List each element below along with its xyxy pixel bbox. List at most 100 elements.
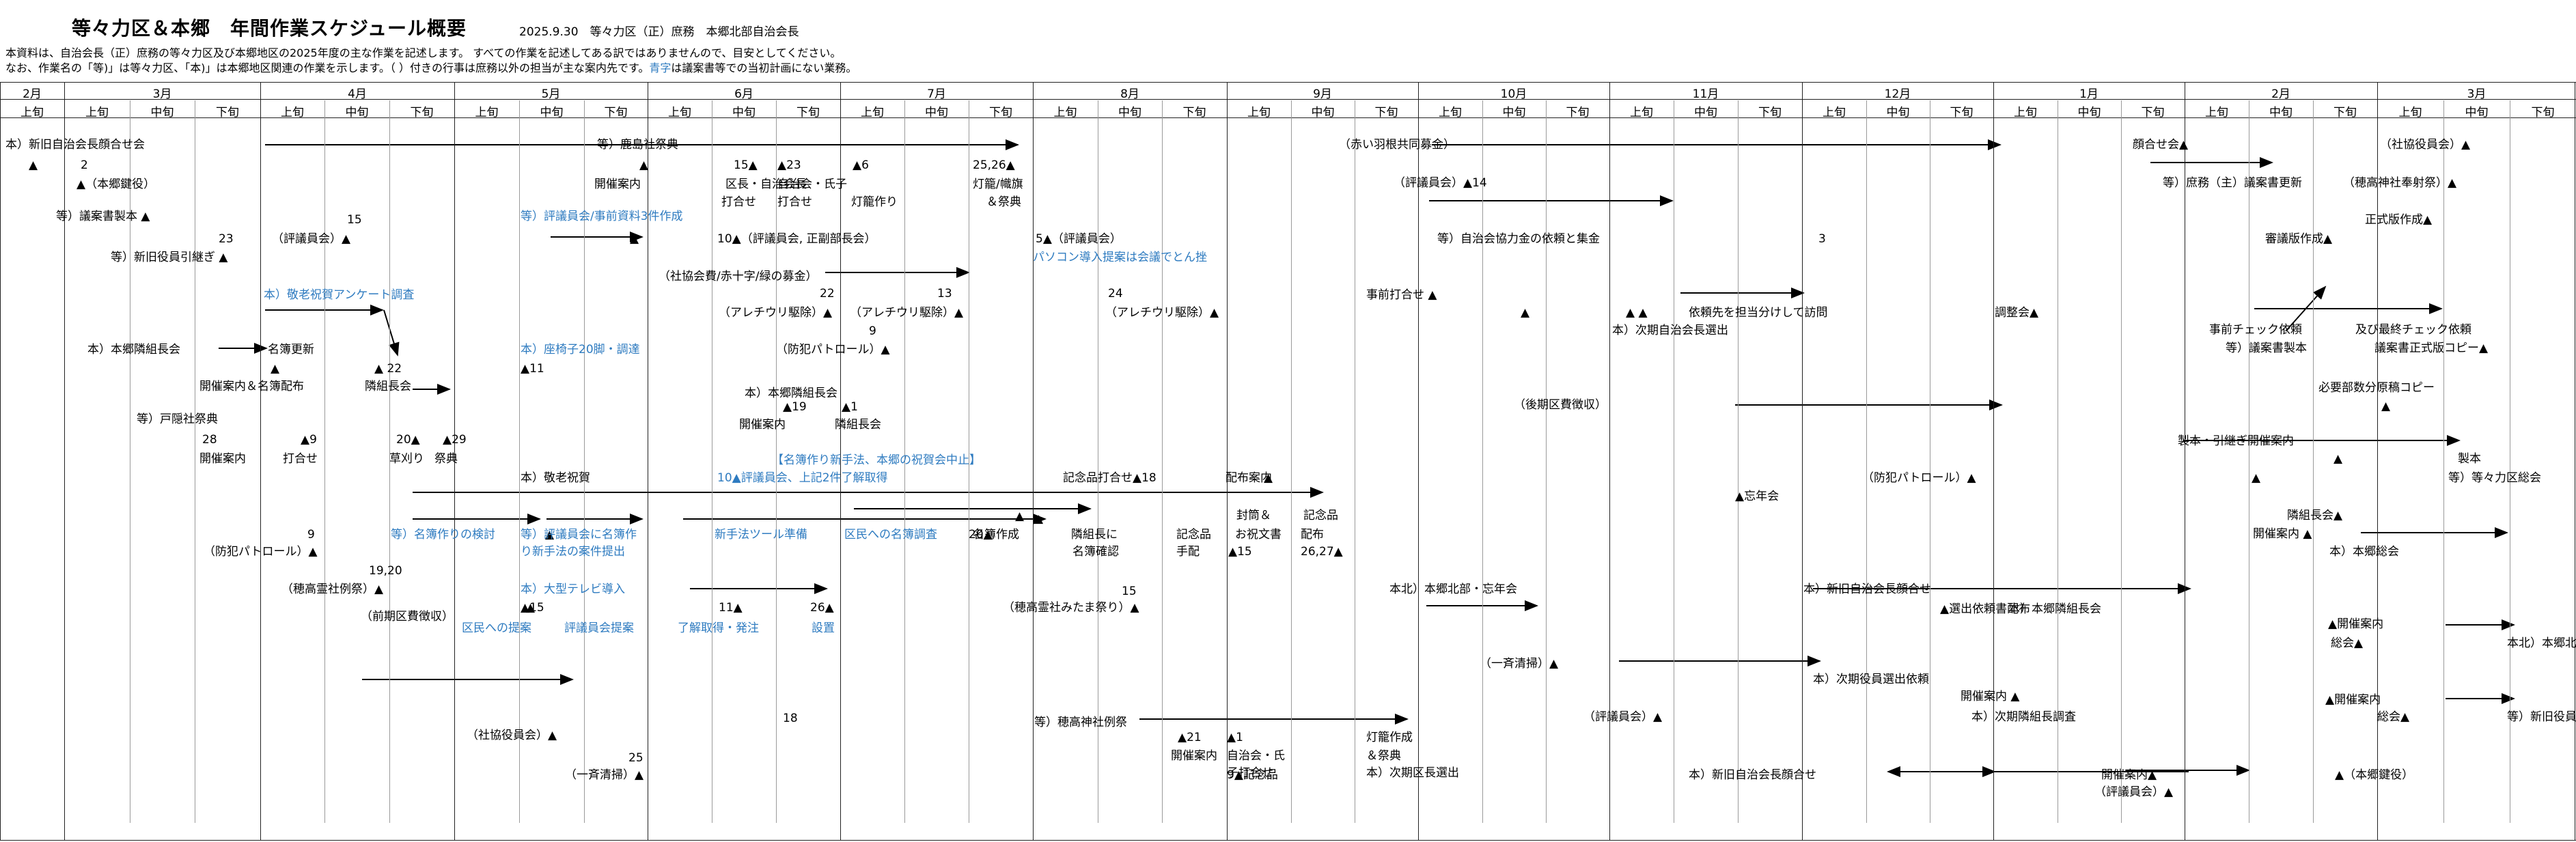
schedule-event: 祭典: [434, 452, 458, 466]
schedule-event: 本北）本郷北部・忘年会: [1389, 583, 1517, 596]
schedule-event: ▲開催案内: [2325, 693, 2381, 707]
grid-vline: [1033, 82, 1034, 840]
note-line-2-tail: は議案書等での当初計画にない業務。: [671, 61, 857, 74]
schedule-event: 等）鹿島社祭典: [597, 138, 678, 152]
note-line-2: なお、作業名の「等)」は等々力区、「本)」は本郷地区関連の作業を示します。（ ）…: [5, 59, 857, 75]
grid-vline: [0, 82, 1, 840]
grid-vline: [1866, 100, 1867, 823]
schedule-event: 総会▲: [2331, 636, 2364, 650]
period-header: 中旬: [345, 106, 369, 120]
period-header: 中旬: [1886, 106, 1910, 120]
schedule-event: （アレチウリ駆除）▲: [719, 306, 833, 320]
schedule-event: （防犯パトロール）▲: [204, 545, 318, 559]
schedule-event: 23: [219, 232, 234, 246]
period-header: 上旬: [1630, 106, 1653, 120]
schedule-event: 本）新旧自治会長顔合せ会: [5, 138, 145, 152]
schedule-event: 本）本郷隣組長会: [87, 343, 180, 356]
schedule-table: [0, 82, 2576, 841]
schedule-event: 灯籠/幟旗: [973, 178, 1023, 191]
schedule-event: ▲: [29, 158, 38, 172]
grid-vline: [1738, 100, 1739, 823]
grid-hline: [0, 82, 2576, 83]
period-header: 中旬: [1502, 106, 1526, 120]
schedule-event: 18: [783, 712, 798, 725]
schedule-event: 開催案内▲: [2101, 768, 2157, 782]
grid-vline: [1162, 100, 1163, 823]
schedule-event: 正式版作成▲: [2365, 213, 2433, 227]
grid-vline: [840, 82, 841, 840]
schedule-event: 2: [81, 158, 88, 172]
schedule-event: 名簿作成: [973, 528, 1019, 542]
schedule-event: 等）名簿作りの検討: [391, 528, 495, 542]
schedule-event: （評議員会）▲: [2094, 785, 2174, 799]
schedule-event: ▲ 22: [374, 362, 402, 376]
month-header: 2月: [23, 87, 42, 101]
schedule-event: 隣組長会▲: [2287, 509, 2343, 522]
schedule-event: 名簿更新: [268, 343, 314, 356]
grid-hline: [0, 840, 2576, 841]
period-header: 上旬: [2205, 106, 2228, 120]
period-header: 上旬: [2014, 106, 2037, 120]
note-line-1-text: 本資料は、自治会長（正）庶務の等々力区及び本郷地区の2025年度の主な作業を記述…: [5, 46, 842, 59]
schedule-event: ▲19: [783, 400, 807, 414]
period-header: 上旬: [2398, 106, 2422, 120]
schedule-event: ▲: [630, 232, 639, 246]
month-header: 5月: [541, 87, 561, 101]
period-header: 中旬: [1694, 106, 1717, 120]
period-header: 中旬: [2465, 106, 2489, 120]
schedule-event: 本）次期区長選出: [1366, 766, 1459, 780]
period-header: 下旬: [1182, 106, 1206, 120]
schedule-event: （一斉清掃）▲: [565, 768, 644, 782]
schedule-event: （アレチウリ駆除）▲: [1105, 306, 1219, 320]
grid-hline: [0, 99, 2576, 100]
schedule-event: お祝文書: [1235, 528, 1282, 542]
schedule-event: 打合せ: [777, 195, 812, 209]
month-header: 8月: [1120, 87, 1139, 101]
schedule-event: 19,20: [369, 564, 402, 578]
period-header: 中旬: [1311, 106, 1335, 120]
schedule-event: 本）敬老祝賀: [521, 471, 590, 485]
period-header: 下旬: [2333, 106, 2357, 120]
schedule-event: り新手法の案件提出: [521, 545, 625, 559]
schedule-event: 開催案内＆名簿配布: [199, 380, 304, 393]
schedule-event: ▲: [639, 158, 649, 172]
note-line-2-text: なお、作業名の「等)」は等々力区、「本)」は本郷地区関連の作業を示します。（ ）…: [5, 61, 650, 74]
schedule-event: ▲: [526, 601, 536, 615]
schedule-event: 26▲: [810, 601, 834, 615]
schedule-event: 製本: [2458, 452, 2481, 466]
grid-hline: [0, 117, 2576, 118]
schedule-event: ▲（本郷鍵役）: [77, 178, 156, 191]
schedule-event: ▲23: [777, 158, 801, 172]
period-header: 下旬: [2141, 106, 2165, 120]
grid-vline: [1291, 100, 1292, 823]
schedule-event: 区長・自治会長: [725, 178, 807, 191]
schedule-event: 隣組長に: [1071, 528, 1118, 542]
schedule-event: 草刈り: [389, 452, 424, 466]
schedule-event: 本）敬老祝賀アンケート調査: [264, 288, 415, 302]
schedule-event: 及び最終チェック依頼: [2355, 323, 2471, 337]
schedule-event: ▲: [1264, 471, 1273, 485]
schedule-event: 9▲記念品: [1227, 768, 1278, 782]
schedule-event: 本）本郷隣組長会: [2008, 602, 2101, 616]
schedule-event: （穂高神社奉射祭）▲: [2343, 176, 2457, 190]
schedule-event: ▲開催案内: [2328, 617, 2384, 631]
schedule-event: 15: [347, 213, 362, 227]
grid-vline: [584, 100, 585, 823]
schedule-event: 製本・引継ぎ開催案内: [2178, 434, 2294, 448]
schedule-event: ▲（本郷鍵役）: [2335, 768, 2414, 782]
schedule-event: 20▲: [396, 433, 420, 447]
grid-vline: [389, 100, 390, 823]
schedule-event: 手配: [1176, 545, 1200, 559]
period-header: 上旬: [1823, 106, 1846, 120]
grid-vline: [2313, 100, 2314, 823]
schedule-event: 総会▲: [2377, 710, 2410, 724]
schedule-event: 依頼先を担当分けして訪問: [1689, 306, 1828, 320]
schedule-event: （評議員会）▲14: [1394, 176, 1487, 190]
period-header: 中旬: [2269, 106, 2293, 120]
schedule-event: 等）議案書製本: [2226, 341, 2307, 355]
period-header: 上旬: [1439, 106, 1462, 120]
schedule-event: 封筒＆: [1236, 509, 1271, 522]
grid-vline: [776, 100, 777, 823]
schedule-event: （後期区費徴収）: [1514, 398, 1607, 412]
schedule-event: 記念品打合せ▲18: [1063, 471, 1157, 485]
